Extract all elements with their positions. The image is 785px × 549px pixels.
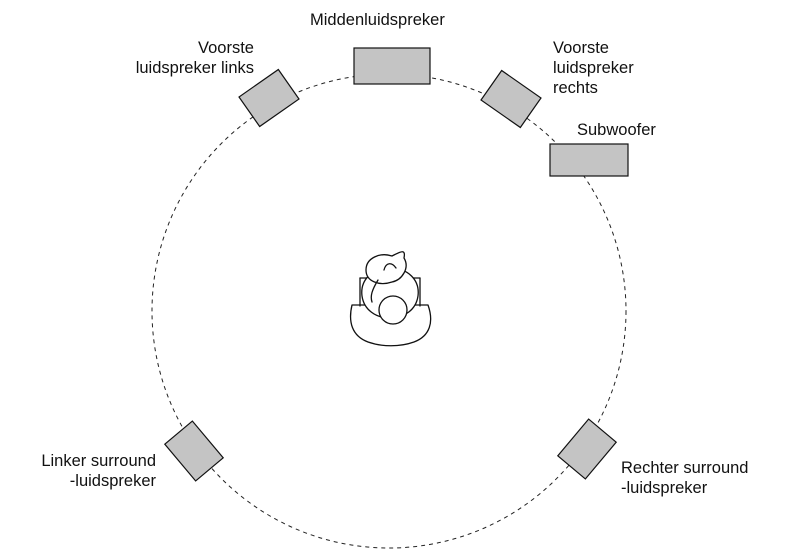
front-right-speaker <box>480 69 542 129</box>
front-left-speaker <box>238 68 300 128</box>
label-front-left-speaker: Voorste luidspreker links <box>135 39 254 77</box>
surround-right-speaker <box>556 418 618 480</box>
label-center-speaker: Middenluidspreker <box>310 11 445 29</box>
label-surround-left-speaker: Linker surround -luidspreker <box>41 452 156 490</box>
subwoofer-speaker <box>549 143 629 177</box>
label-front-right-speaker: Voorste luidspreker rechts <box>553 39 634 97</box>
listening-circle <box>151 73 627 549</box>
label-surround-right-speaker: Rechter surround -luidspreker <box>621 459 749 497</box>
center-speaker <box>353 47 431 85</box>
surround-left-speaker <box>163 420 225 482</box>
label-subwoofer: Subwoofer <box>577 121 656 139</box>
listener-icon <box>349 251 432 347</box>
